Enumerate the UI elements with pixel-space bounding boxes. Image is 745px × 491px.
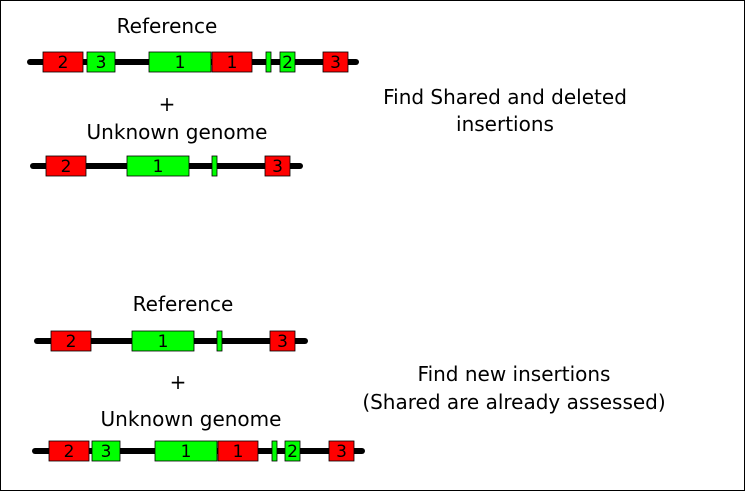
insertion-block-red <box>217 440 259 462</box>
panel2-caption-line1: Find new insertions <box>418 362 611 386</box>
insertion-block-red <box>45 155 87 177</box>
insertion-block-label: 3 <box>336 442 347 462</box>
insertion-block-label: 3 <box>101 442 112 462</box>
insertion-block-label: 2 <box>64 442 75 462</box>
insertion-block-label: 3 <box>272 157 283 177</box>
insertion-block-red <box>211 51 253 73</box>
insertion-block-label: 3 <box>96 53 107 73</box>
insertion-block-red <box>50 330 92 352</box>
panel1-unknown-track: 2 1 3 <box>30 155 303 177</box>
panel1-reference-label: Reference <box>117 14 218 38</box>
insertion-block-label: 1 <box>181 442 192 462</box>
insertion-block-red <box>269 330 296 352</box>
insertion-block-label: 1 <box>227 53 238 73</box>
insertion-block-label: 2 <box>287 442 298 462</box>
insertion-block-green <box>211 155 218 177</box>
panel1-caption-line1: Find Shared and deleted <box>383 85 627 109</box>
insertion-block-red <box>42 51 84 73</box>
panel1-plus-sign: + <box>159 92 176 116</box>
panel1-unknown-genome-label: Unknown genome <box>87 120 268 144</box>
panel1-reference-track: 2 3 1 1 2 3 <box>27 51 359 73</box>
insertion-block-green <box>126 155 190 177</box>
insertion-block-green <box>91 440 121 462</box>
insertion-block-green <box>265 51 272 73</box>
insertion-block-green <box>154 440 218 462</box>
insertion-block-red <box>322 51 349 73</box>
insertion-block-label: 2 <box>66 332 77 352</box>
panel2-plus-sign: + <box>170 370 187 394</box>
insertion-block-green <box>216 330 223 352</box>
insertion-block-green <box>271 440 278 462</box>
insertion-block-label: 1 <box>175 53 186 73</box>
insertion-block-green <box>148 51 212 73</box>
panel1-caption-line2: insertions <box>456 112 554 136</box>
insertion-block-label: 3 <box>330 53 341 73</box>
insertion-block-green <box>86 51 116 73</box>
insertion-block-red <box>328 440 355 462</box>
panel2-reference-label: Reference <box>133 292 234 316</box>
panel2-unknown-track: 2 3 1 1 2 3 <box>32 440 365 462</box>
panel2-reference-track: 2 1 3 <box>34 330 308 352</box>
insertion-block-green <box>284 440 301 462</box>
insertion-block-label: 1 <box>153 157 164 177</box>
insertion-block-label: 1 <box>233 442 244 462</box>
insertion-block-green <box>131 330 195 352</box>
panel2-unknown-genome-label: Unknown genome <box>101 407 282 431</box>
genome-tracks: 2 3 1 1 2 3 2 1 3 2 1 3 2 3 1 1 2 3 <box>27 51 365 462</box>
insertion-block-label: 3 <box>277 332 288 352</box>
insertion-block-red <box>48 440 90 462</box>
insertion-block-label: 1 <box>158 332 169 352</box>
insertion-block-label: 2 <box>282 53 293 73</box>
insertion-block-green <box>279 51 296 73</box>
insertion-block-label: 2 <box>61 157 72 177</box>
insertion-block-label: 2 <box>58 53 69 73</box>
insertion-block-red <box>264 155 291 177</box>
panel2-caption-line2: (Shared are already assessed) <box>362 390 665 414</box>
